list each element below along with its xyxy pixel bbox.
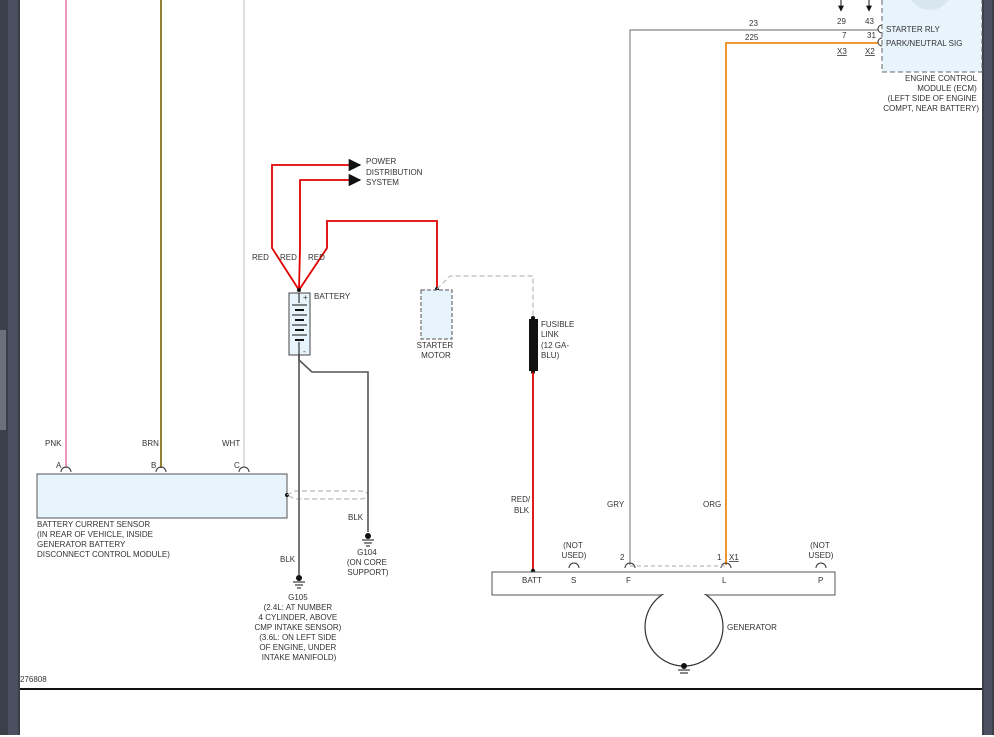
figure-id: 276808 [20,675,47,684]
conn-x1: X1 [729,553,739,562]
terminal-p-connector [815,562,827,569]
sensor-pin-a-connector [60,466,72,473]
blk-label-g104: BLK [348,513,364,522]
ground-g105-icon [293,575,305,589]
bottom-pane [20,688,982,737]
fusible-link-label: FUSIBLE LINK (12 GA- BLU) [541,320,577,360]
org-wire [725,42,878,565]
wht-label: WHT [222,439,240,448]
org-label: ORG [703,500,721,509]
not-used-p: (NOT USED) [809,541,834,560]
blk-wire-g104 [298,355,369,532]
right-scrollbar[interactable] [984,0,992,735]
circuit-23: 23 [749,19,758,28]
left-scroll-handle[interactable] [0,330,6,430]
g104-label: G104 (ON CORE SUPPORT) [347,548,389,577]
generator-label: GENERATOR [727,623,777,632]
terminal-s: S [571,576,576,585]
conn-x3: X3 [837,47,847,56]
sensor-label: BATTERY CURRENT SENSOR (IN REAR OF VEHIC… [37,520,170,559]
red-wire-3 [298,220,438,291]
generator-strip-cover [493,573,834,594]
red-blk-label: RED/ BLK [511,495,532,515]
battery-positive-dot [297,288,301,292]
generator-ground-icon [678,663,690,674]
sensor-pin-b-connector [155,466,167,473]
terminal-f-connector [624,562,636,569]
g105-label: G105 (2.4L: AT NUMBER 4 CYLINDER, ABOVE … [254,593,343,662]
red-label-2: RED [280,253,297,262]
battery-minus: - [303,347,306,356]
power-distribution-label: POWER DISTRIBUTION SYSTEM [366,157,425,187]
pin-l-number: 1 [717,553,722,562]
battery-current-sensor-box[interactable] [36,473,288,519]
ecm-pin-43-connector [877,24,883,34]
ecm-internal-circle [911,0,949,10]
ecm-label: ENGINE CONTROL MODULE (ECM) (LEFT SIDE O… [883,74,979,113]
terminal-p: P [818,576,823,585]
starter-dashed-link [436,275,534,318]
red-label-1: RED [252,253,269,262]
fusible-link[interactable] [529,319,538,371]
ecm-park-neutral: PARK/NEUTRAL SIG [886,39,962,48]
sensor-pin-a: A [56,461,62,470]
terminal-f: F [626,576,631,585]
terminal-l-connector [720,562,732,569]
ground-g104-icon [362,533,374,547]
battery-label: BATTERY [314,292,351,301]
starter-motor-box[interactable] [420,289,453,340]
pin-f-number: 2 [620,553,625,562]
red-wire-1 [271,158,362,291]
pin-7: 7 [842,31,847,40]
pin-29: 29 [837,17,846,26]
ecm-module-box[interactable] [881,0,983,73]
sensor-pin-c: C [234,461,240,470]
battery-cells [292,293,307,355]
terminal-l: L [722,576,727,585]
generator-body[interactable] [644,587,724,667]
ecm-starter-rly: STARTER RLY [886,25,940,34]
pin-31: 31 [867,31,876,40]
battery-plus: + [303,293,308,302]
brn-label: BRN [142,439,159,448]
starter-motor-label: STARTER MOTOR [417,341,456,360]
red-label-3: RED [308,253,325,262]
gry-label: GRY [607,500,625,509]
red-wire-2 [298,173,362,291]
sensor-pin-c-connector [238,466,250,473]
ecm-pin-31-connector [877,37,883,47]
pnk-label: PNK [45,439,62,448]
blk-label-g105: BLK [280,555,296,564]
left-window-frame-inner [8,0,18,735]
sensor-pin-b: B [151,461,156,470]
gry-wire [629,29,878,565]
terminal-s-connector [568,562,580,569]
conn-x2: X2 [865,47,875,56]
terminal-batt: BATT [522,576,542,585]
pin-43: 43 [865,17,874,26]
not-used-s: (NOT USED) [562,541,587,560]
circuit-225: 225 [745,33,759,42]
